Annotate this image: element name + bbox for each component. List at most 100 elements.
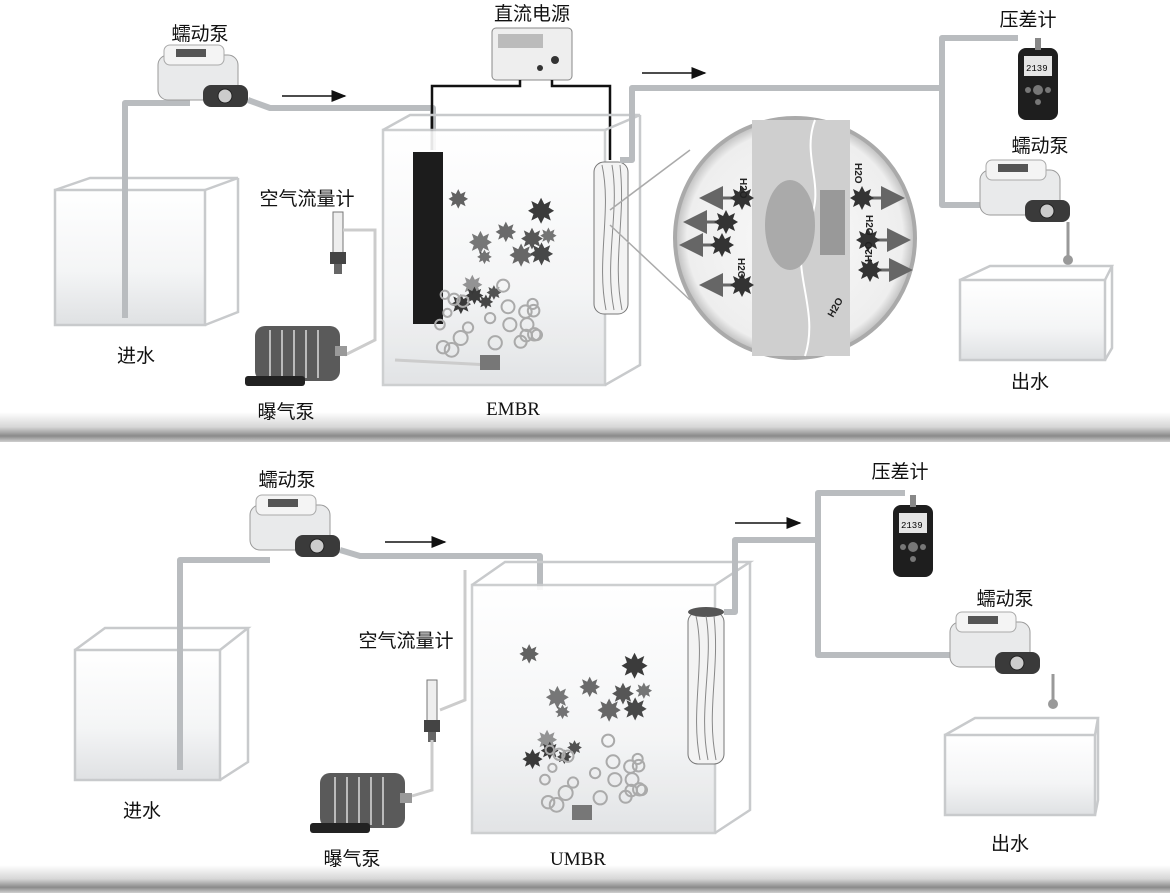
sludge-floc [495, 221, 517, 243]
air-bubble [483, 311, 497, 325]
air-bubble [566, 776, 580, 789]
effluent-label: 出水 [1011, 371, 1049, 393]
power-wires [430, 80, 612, 160]
air-bubble [452, 329, 469, 346]
permeate-pipe-branch [939, 88, 990, 208]
h2o-label: H2O [737, 178, 748, 199]
air-flowmeter-icon [329, 211, 347, 275]
effluent-pump-icon [949, 611, 1041, 675]
membrane-module-icon [593, 161, 629, 315]
sludge-floc [635, 682, 653, 699]
air-bubble [526, 297, 539, 311]
feed-pump-label: 蠕动泵 [258, 469, 315, 491]
air-tubing [343, 228, 377, 357]
effluent-tank [958, 264, 1115, 362]
air-bubble [435, 339, 451, 355]
membrane-module-icon [687, 607, 725, 765]
sludge-flocs [434, 189, 557, 358]
sludge-floc [462, 274, 483, 295]
air-bubble [631, 752, 644, 766]
sludge-floc [522, 749, 543, 770]
sludge-flocs [519, 644, 653, 813]
sludge-floc [850, 186, 874, 210]
panel-divider [0, 412, 1170, 442]
dc-power-supply-icon [491, 27, 573, 81]
sludge-floc [477, 249, 492, 265]
air-tubing [439, 570, 467, 712]
reactor-label: UMBR [550, 849, 606, 870]
power-supply-label: 直流电源 [494, 3, 570, 25]
sludge-floc [621, 652, 648, 679]
h2o-label: H2O [852, 163, 863, 184]
sludge-floc [519, 644, 539, 664]
air-bubble [443, 342, 460, 358]
air-bubble [607, 772, 623, 788]
sludge-floc [579, 676, 600, 698]
effluent-tank [943, 716, 1100, 817]
electrode-plate [413, 152, 443, 324]
aeration-pump-icon [309, 772, 413, 834]
gauge-reading: 2139 [1026, 64, 1048, 74]
feed-pump-icon [157, 44, 249, 108]
influent-tank [53, 176, 240, 327]
sludge-floc [521, 227, 543, 250]
sludge-floc [540, 227, 557, 244]
air-diffuser [480, 355, 500, 370]
sludge-floc [545, 685, 569, 709]
air-bubble [624, 783, 639, 798]
h2o-label: H2O [735, 258, 746, 279]
air-bubble [601, 733, 616, 748]
gauge-reading: 2139 [901, 521, 923, 531]
membrane-magnified-inset: H2O H2O H2O H2O H2O H2O [673, 116, 917, 360]
pressure-gauge-label: 压差计 [999, 9, 1056, 31]
feed-pump-label: 蠕动泵 [171, 23, 228, 45]
air-bubble [500, 299, 516, 315]
air-bubble [526, 303, 541, 318]
air-bubble [539, 773, 551, 786]
aeration-pump-label: 曝气泵 [257, 401, 314, 423]
air-bubble [548, 797, 565, 813]
influent-pipe [122, 100, 190, 318]
air-bubble [552, 747, 566, 761]
sludge-floc [468, 230, 492, 254]
air-bubble [544, 744, 556, 755]
air-bubble [519, 328, 534, 343]
influent-pipe [177, 557, 270, 770]
pressure-gauge-label: 压差计 [871, 461, 928, 483]
air-bubble [434, 318, 446, 331]
air-bubble [527, 327, 542, 342]
effluent-pump-label: 蠕动泵 [976, 588, 1033, 610]
sludge-floc [714, 210, 738, 234]
air-bubble [518, 304, 533, 319]
influent-label: 进水 [123, 800, 161, 822]
sludge-floc [509, 243, 533, 267]
air-bubble [442, 307, 453, 318]
air-diffuser [572, 805, 592, 820]
reactor-label: EMBR [486, 399, 540, 420]
sludge-floc [478, 294, 494, 310]
pressure-gauge-icon [1018, 38, 1058, 120]
air-flowmeter-icon [423, 679, 441, 743]
air-flowmeter-label: 空气流量计 [259, 188, 354, 210]
air-bubble [456, 294, 470, 308]
aeration-pump-label: 曝气泵 [323, 848, 380, 870]
air-bubble [496, 278, 511, 293]
permeate-pipe [724, 490, 905, 615]
effluent-label: 出水 [991, 833, 1029, 855]
air-bubble [588, 766, 602, 780]
h2o-label: H2O [863, 215, 874, 236]
sludge-floc [567, 740, 582, 755]
air-bubble [461, 321, 475, 334]
air-bubble [631, 758, 646, 773]
sludge-floc [448, 189, 469, 209]
effluent-pump-label: 蠕动泵 [1011, 135, 1068, 157]
influent-label: 进水 [117, 345, 155, 367]
sludge-floc [612, 682, 634, 705]
air-bubble [502, 317, 518, 333]
air-bubble [592, 790, 608, 806]
air-bubble [439, 289, 451, 300]
permeate-pipe-branch [815, 540, 960, 658]
permeate-pipe [620, 35, 1018, 163]
bottom-band [0, 865, 1170, 893]
